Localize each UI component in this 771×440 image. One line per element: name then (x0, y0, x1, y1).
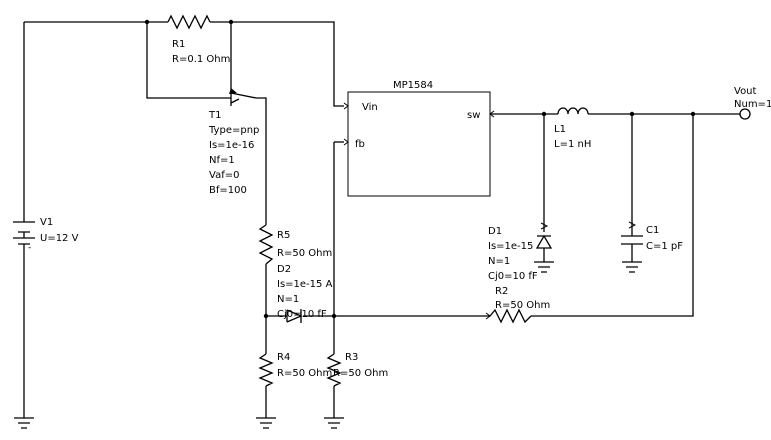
r3-label: R3 (345, 352, 358, 363)
ground-icon (324, 417, 344, 429)
l1-param: L=1 nH (554, 139, 591, 150)
v1-param: U=12 V (40, 233, 79, 244)
grounds (14, 261, 642, 429)
resistor-r3-symbol (326, 353, 342, 387)
diode-d2-symbol (286, 309, 303, 323)
pnp-arrow-icon (229, 88, 237, 94)
ground-icon (14, 417, 34, 429)
pin-vin-marker (343, 102, 349, 110)
d1-param: N=1 (488, 256, 510, 267)
d1-param: Is=1e-15 (488, 241, 533, 252)
junction-dots (144, 19, 696, 319)
resistor-r2[interactable]: R2 R=50 Ohm (489, 286, 550, 324)
r4-label: R4 (277, 352, 290, 363)
transistor-t1[interactable]: T1 Type=pnp Is=1e-16 Nf=1 Vaf=0 Bf=100 (208, 87, 259, 196)
pin-fb-label: fb (355, 139, 365, 150)
vout-param: Num=1 (734, 99, 771, 110)
d1-label: D1 (488, 226, 502, 237)
r4-param: R=50 Ohm (277, 368, 332, 379)
r1-param: R=0.1 Ohm (172, 54, 230, 65)
voltage-source-v1[interactable]: V1 U=12 V - (13, 217, 79, 253)
pin-vin-label: Vin (362, 102, 378, 113)
capacitor-c1[interactable]: C1 C=1 pF (621, 225, 683, 252)
d2-param: Cj0=10 fF (277, 309, 327, 320)
pin-fb-marker (343, 138, 349, 146)
junction-dot (263, 313, 269, 319)
ic-label: MP1584 (393, 80, 433, 91)
d2-label: D2 (277, 264, 291, 275)
v1-minus-sign: - (28, 243, 31, 253)
resistor-r4[interactable]: R4 R=50 Ohm (258, 352, 332, 387)
d1-param: Cj0=10 fF (488, 271, 538, 282)
resistor-r2-symbol (489, 308, 532, 324)
r5-label: R5 (277, 230, 290, 241)
junction-dot (541, 111, 547, 117)
resistor-r5-symbol (258, 224, 274, 265)
junction-dot (331, 313, 337, 319)
output-port-vout[interactable]: Vout Num=1 (734, 86, 771, 120)
c1-param: C=1 pF (646, 241, 683, 252)
t1-param: Is=1e-16 (209, 140, 254, 151)
t1-param: Nf=1 (209, 155, 235, 166)
r2-param: R=50 Ohm (495, 300, 550, 311)
inductor-l1[interactable]: L1 L=1 nH (554, 107, 591, 150)
r1-label: R1 (172, 39, 185, 50)
vout-label: Vout (734, 86, 757, 97)
diode-d2[interactable]: D2 Is=1e-15 A N=1 Cj0=10 fF (277, 264, 333, 323)
ground-icon (622, 261, 642, 273)
diode-d1[interactable]: D1 Is=1e-15 N=1 Cj0=10 fF (488, 226, 553, 282)
junction-dot (690, 111, 696, 117)
inductor-l1-symbol (557, 107, 589, 115)
t1-param: Bf=100 (209, 185, 247, 196)
pin-sw-label: sw (467, 110, 480, 121)
ground-icon (534, 261, 554, 273)
junction-dot (144, 19, 150, 25)
t1-label: T1 (208, 110, 221, 121)
c1-label: C1 (646, 225, 659, 236)
pin-sw-marker (489, 110, 495, 118)
ic-mp1584[interactable]: MP1584 Vin fb sw (343, 80, 495, 197)
pin-ticks (485, 221, 637, 320)
transistor-t1-symbol (222, 90, 257, 106)
capacitor-c1-symbol (621, 235, 643, 245)
r3-param: R=50 Ohm (333, 368, 388, 379)
v1-label: V1 (40, 217, 53, 228)
d2-param: N=1 (277, 294, 299, 305)
diode-d1-symbol (535, 234, 553, 249)
d2-param: Is=1e-15 A (277, 279, 333, 290)
t1-param: Type=pnp (208, 125, 259, 136)
r5-param: R=50 Ohm (277, 248, 332, 259)
r2-label: R2 (495, 286, 508, 297)
dc-source-icon (13, 221, 35, 245)
t1-param: Vaf=0 (209, 170, 239, 181)
junction-dot (228, 19, 234, 25)
wires (23, 21, 740, 418)
resistor-r4-symbol (258, 353, 274, 387)
resistor-r3[interactable]: R3 R=50 Ohm (326, 352, 388, 387)
resistor-r5[interactable]: R5 R=50 Ohm (258, 224, 332, 265)
port-terminal-icon (739, 108, 751, 120)
l1-label: L1 (554, 124, 566, 135)
junction-dot (629, 111, 635, 117)
ic-body (347, 91, 491, 197)
resistor-r1[interactable]: R1 R=0.1 Ohm (167, 14, 230, 65)
resistor-r1-symbol (167, 14, 211, 30)
ground-icon (256, 417, 276, 429)
